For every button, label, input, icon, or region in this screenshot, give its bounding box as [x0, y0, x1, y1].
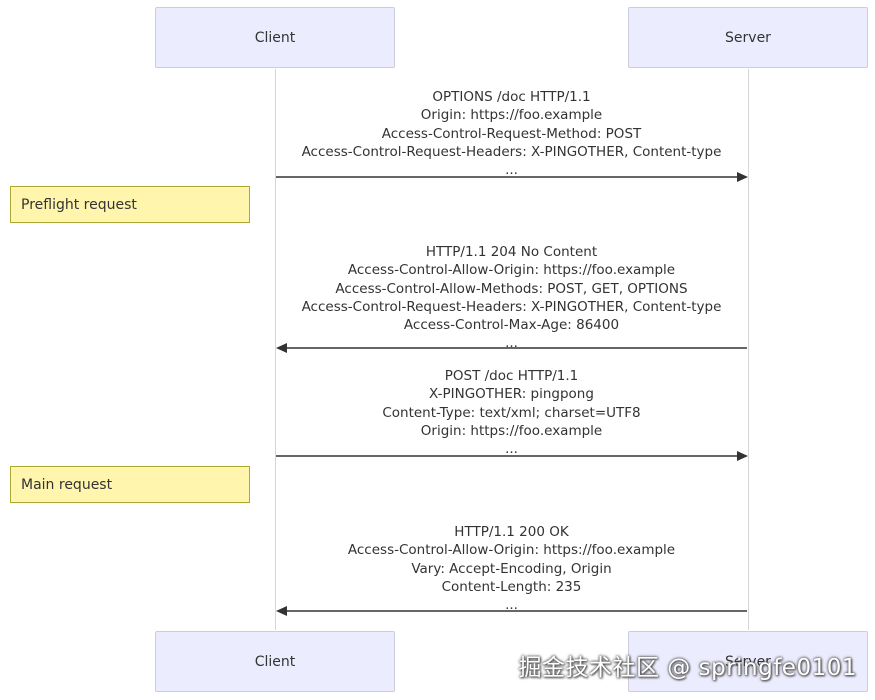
message-preflight-response: HTTP/1.1 204 No Content Access-Control-A… [275, 243, 748, 353]
message-line: OPTIONS /doc HTTP/1.1 [432, 89, 591, 105]
message-line: ... [505, 441, 518, 458]
message-line: HTTP/1.1 200 OK [454, 524, 569, 540]
client-actor-label: Client [254, 653, 296, 670]
client-actor-top: Client [155, 7, 395, 68]
message-line: Access-Control-Request-Headers: X-PINGOT… [301, 298, 722, 315]
server-actor-bottom: Server [628, 631, 868, 692]
message-post-request: POST /doc HTTP/1.1 X-PINGOTHER: pingpong… [275, 367, 748, 458]
message-line: Content-Type: text/xml; charset=UTF8 [382, 404, 641, 421]
message-line: ... [505, 162, 518, 179]
message-line: HTTP/1.1 204 No Content [425, 244, 598, 260]
message-line: Access-Control-Max-Age: 86400 [403, 317, 620, 334]
message-line: Origin: https://foo.example [420, 422, 603, 439]
note-label: Main request [21, 476, 113, 493]
arrow-main-response [276, 606, 747, 616]
message-line: Access-Control-Allow-Origin: https://foo… [347, 542, 676, 559]
message-line: Vary: Accept-Encoding, Origin [411, 560, 612, 577]
note-label: Preflight request [21, 196, 137, 213]
message-options-request: OPTIONS /doc HTTP/1.1 Origin: https://fo… [275, 88, 748, 179]
message-line: X-PINGOTHER: pingpong [429, 386, 594, 403]
message-line: Access-Control-Request-Headers: X-PINGOT… [301, 143, 722, 160]
message-line: Content-Length: 235 [441, 578, 582, 595]
note-main-request: Main request [10, 466, 250, 503]
note-preflight-request: Preflight request [10, 186, 250, 223]
server-actor-top: Server [628, 7, 868, 68]
arrow-options-request [276, 172, 748, 182]
message-line: Origin: https://foo.example [420, 107, 603, 124]
message-line: POST /doc HTTP/1.1 [444, 368, 579, 384]
message-line: Access-Control-Request-Method: POST [381, 125, 642, 142]
arrow-preflight-response [276, 343, 747, 353]
server-lifeline [748, 69, 749, 630]
message-line: Access-Control-Allow-Origin: https://foo… [347, 262, 676, 279]
client-actor-label: Client [254, 29, 296, 46]
message-line: ... [505, 597, 518, 614]
server-actor-label: Server [725, 653, 771, 670]
server-actor-label: Server [725, 29, 771, 46]
arrow-post-request [276, 451, 748, 461]
message-main-response: HTTP/1.1 200 OK Access-Control-Allow-Ori… [275, 523, 748, 614]
message-line: Access-Control-Allow-Methods: POST, GET,… [335, 280, 688, 297]
client-lifeline [275, 69, 276, 630]
watermark: 掘金技术社区 @ springfe0101 [518, 655, 857, 681]
client-actor-bottom: Client [155, 631, 395, 692]
